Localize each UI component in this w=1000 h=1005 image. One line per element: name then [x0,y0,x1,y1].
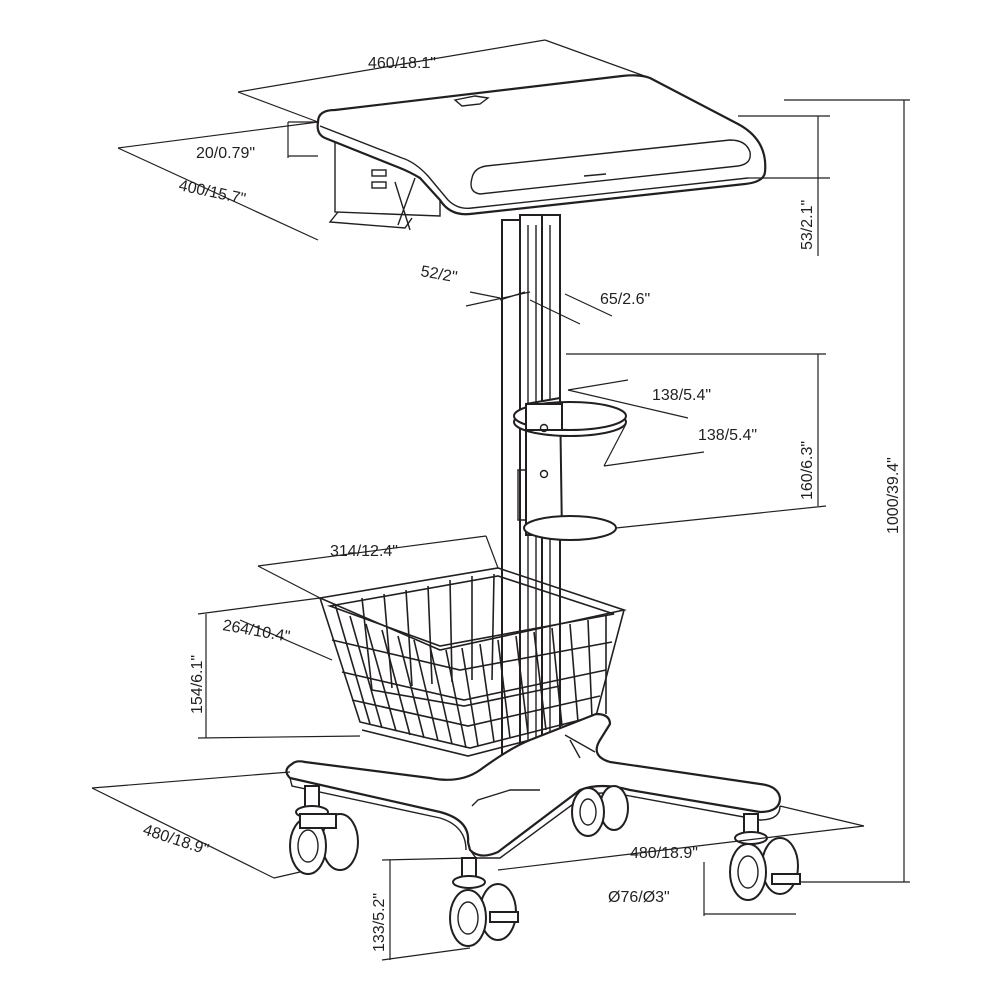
label-holder-height: 160/6.3" [799,441,816,500]
label-top-width: 460/18.1" [368,55,436,72]
caster-back [571,785,629,837]
label-base-depth: 480/18.9" [141,822,211,859]
label-basket-width: 314/12.4" [330,543,398,560]
caster-left [289,785,359,875]
label-holder-width-a: 138/5.4" [652,387,711,404]
label-column-width: 65/2.6" [600,291,650,308]
label-holder-width-b: 138/5.4" [698,427,757,444]
label-caster-height: 133/5.2" [371,893,388,952]
label-basket-height: 154/6.1" [189,655,206,714]
bottle-holder [513,396,627,541]
caster-front [449,857,519,947]
label-base-width: 480/18.9" [630,845,698,862]
table-top [316,74,767,231]
dimension-lines [91,39,910,961]
label-column-depth: 52/2" [419,263,458,286]
label-top-thickness: 20/0.79" [196,145,255,162]
label-total-height: 1000/39.4" [885,457,902,534]
wire-basket [317,567,628,757]
label-lip-height: 53/2.1" [799,200,816,250]
label-caster-diameter: Ø76/Ø3" [608,889,670,906]
label-basket-depth: 264/10.4" [221,617,291,646]
caster-right [729,813,801,901]
label-top-depth: 400/15.7" [177,177,247,208]
